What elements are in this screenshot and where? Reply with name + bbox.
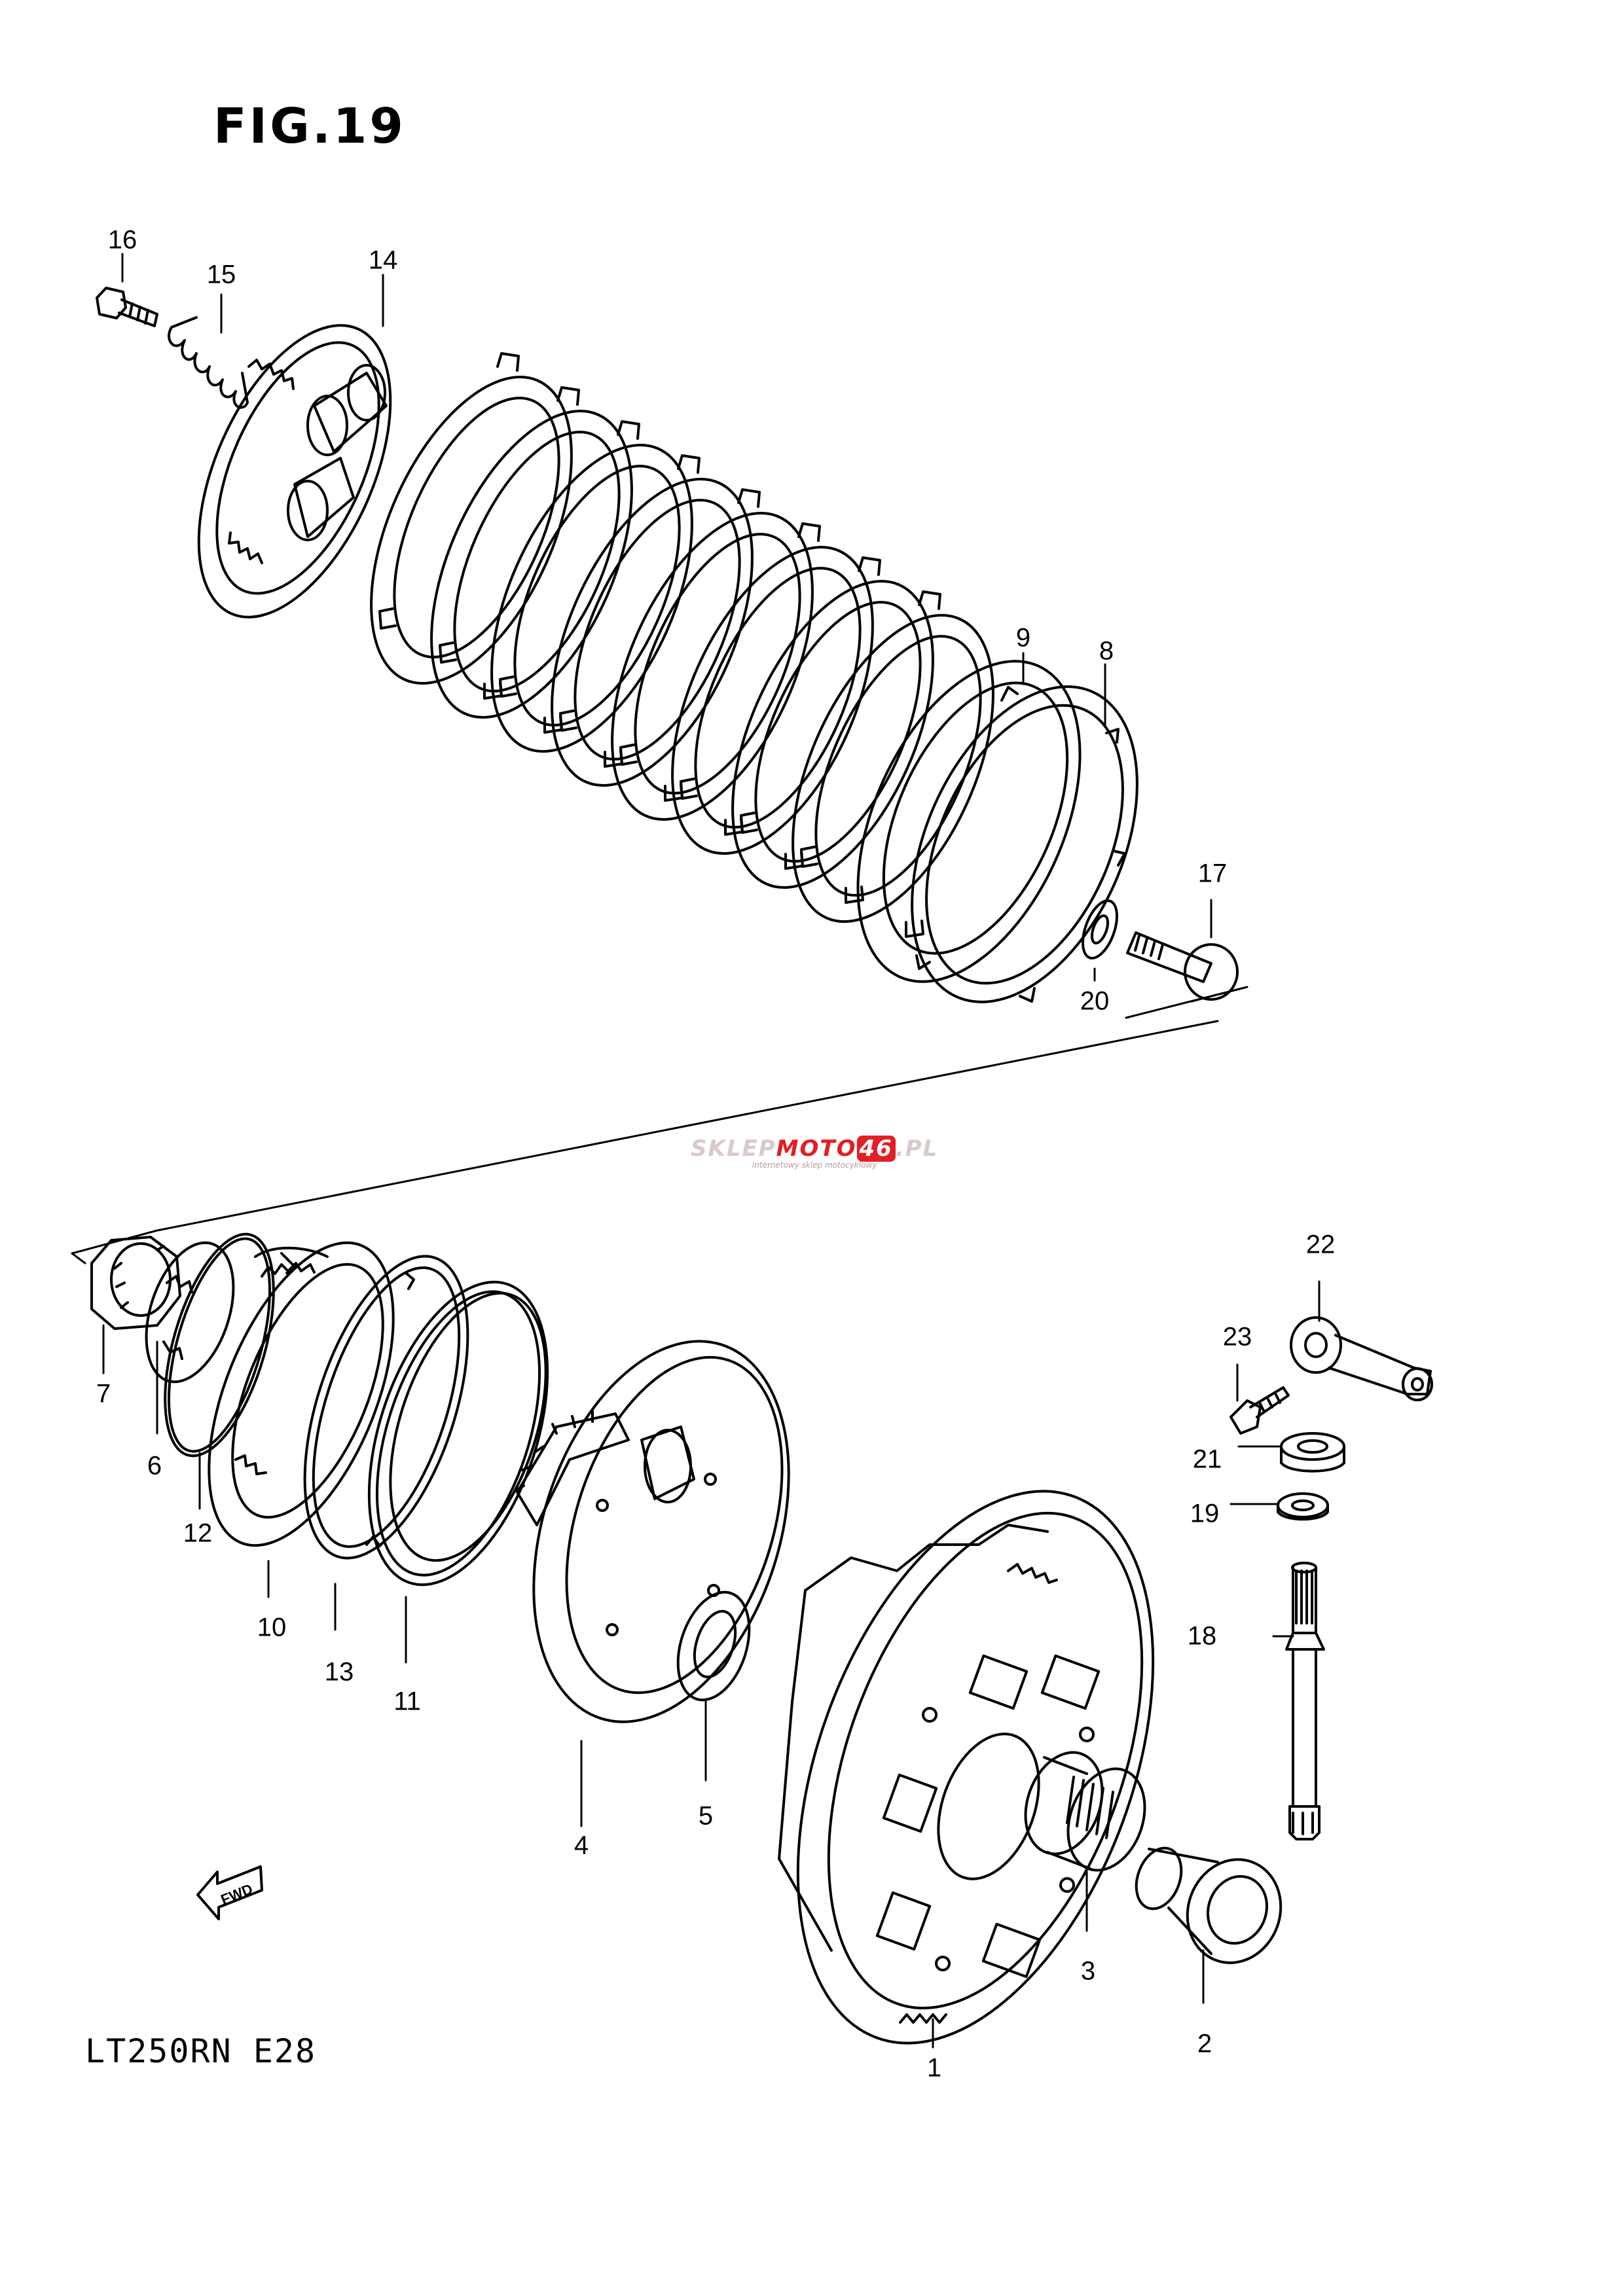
- part-15-spring: [168, 316, 249, 409]
- part-19-washer: [1277, 1492, 1329, 1521]
- callout-23: 23: [1222, 1322, 1252, 1352]
- callout-22: 22: [1305, 1230, 1336, 1259]
- watermark-tagline: internetowy sklep motocyklowy: [752, 1160, 877, 1170]
- callout-16: 16: [107, 225, 137, 255]
- leader-lines: [102, 253, 1320, 2049]
- callout-12: 12: [183, 1518, 213, 1548]
- callout-18: 18: [1187, 1621, 1217, 1651]
- part-18-release-shaft: [1285, 1562, 1325, 1840]
- clutch-plate-inner: [453, 431, 621, 692]
- clutch-plate-inner: [574, 499, 741, 761]
- part-5-thrust-washer: [676, 1590, 751, 1702]
- clutch-plate-stack: [370, 352, 994, 938]
- callout-17: 17: [1197, 859, 1228, 888]
- clutch-plate-tabs: [378, 352, 520, 700]
- callout-10: 10: [257, 1613, 287, 1642]
- clutch-plate-outer: [551, 478, 754, 787]
- clutch-plate-outer: [370, 376, 573, 685]
- part-1-clutch-housing: [778, 1490, 1155, 2045]
- watermark-brand-a: SKLEP: [691, 1136, 776, 1162]
- clutch-plate-inner: [814, 635, 982, 897]
- clutch-plate-inner: [513, 465, 681, 726]
- figure-title: FIG.19: [213, 98, 406, 154]
- part-14-pressure-plate: [197, 324, 392, 619]
- clutch-plate-outer: [611, 512, 814, 821]
- fwd-arrow: [196, 1865, 263, 1920]
- part-11-plate: [367, 1280, 549, 1587]
- model-code: LT250RN E28: [85, 2032, 317, 2070]
- callout-1: 1: [926, 2053, 942, 2083]
- callout-19: 19: [1190, 1499, 1220, 1528]
- clutch-plate-outer: [792, 614, 994, 923]
- part-16-bolt: [96, 287, 158, 327]
- callout-13: 13: [324, 1657, 354, 1687]
- callout-8: 8: [1099, 636, 1114, 666]
- clutch-plate-inner: [393, 397, 560, 658]
- clutch-plate-inner: [634, 533, 801, 795]
- part-4-clutch-hub: [513, 1340, 790, 1723]
- part-12-wire-ring: [164, 1232, 275, 1458]
- callout-3: 3: [1080, 1956, 1096, 1986]
- part-8-ring: [911, 685, 1138, 1003]
- clutch-plate-inner: [754, 601, 922, 863]
- part-20-cam: [1082, 899, 1118, 960]
- callout-5: 5: [698, 1801, 714, 1831]
- callout-7: 7: [96, 1379, 111, 1408]
- part-22-release-arm: [1290, 1316, 1433, 1401]
- watermark-brand-d: .PL: [895, 1136, 939, 1162]
- callout-20: 20: [1080, 986, 1110, 1016]
- callout-14: 14: [368, 245, 398, 275]
- callout-6: 6: [147, 1451, 162, 1480]
- callout-9: 9: [1015, 623, 1031, 653]
- clutch-plate-outer: [671, 546, 874, 855]
- callout-4: 4: [574, 1831, 589, 1860]
- part-3-needle-bearing: [1024, 1751, 1146, 1872]
- callout-15: 15: [206, 260, 236, 289]
- clutch-plate-inner: [694, 567, 862, 829]
- part-21-oil-seal: [1280, 1432, 1345, 1473]
- assembly-guide-line: [156, 986, 1248, 1232]
- callout-11: 11: [393, 1687, 421, 1716]
- watermark-brand-c: 46: [856, 1136, 896, 1162]
- assembly-guide-line-lower: [71, 1229, 158, 1265]
- watermark-brand-b: MOTO: [776, 1136, 857, 1162]
- callout-21: 21: [1192, 1444, 1222, 1474]
- callout-2: 2: [1197, 2029, 1212, 2058]
- clutch-plate-outer: [430, 410, 633, 719]
- part-13-plate: [303, 1255, 469, 1560]
- part-9-disc: [856, 660, 1082, 983]
- part-10-plate: [208, 1241, 395, 1547]
- part-23-screw: [1229, 1386, 1290, 1435]
- part-17-push-rod: [1126, 931, 1239, 1001]
- clutch-plate-outer: [490, 444, 693, 753]
- clutch-plate-outer: [731, 580, 934, 889]
- part-2-spacer: [1135, 1846, 1283, 1964]
